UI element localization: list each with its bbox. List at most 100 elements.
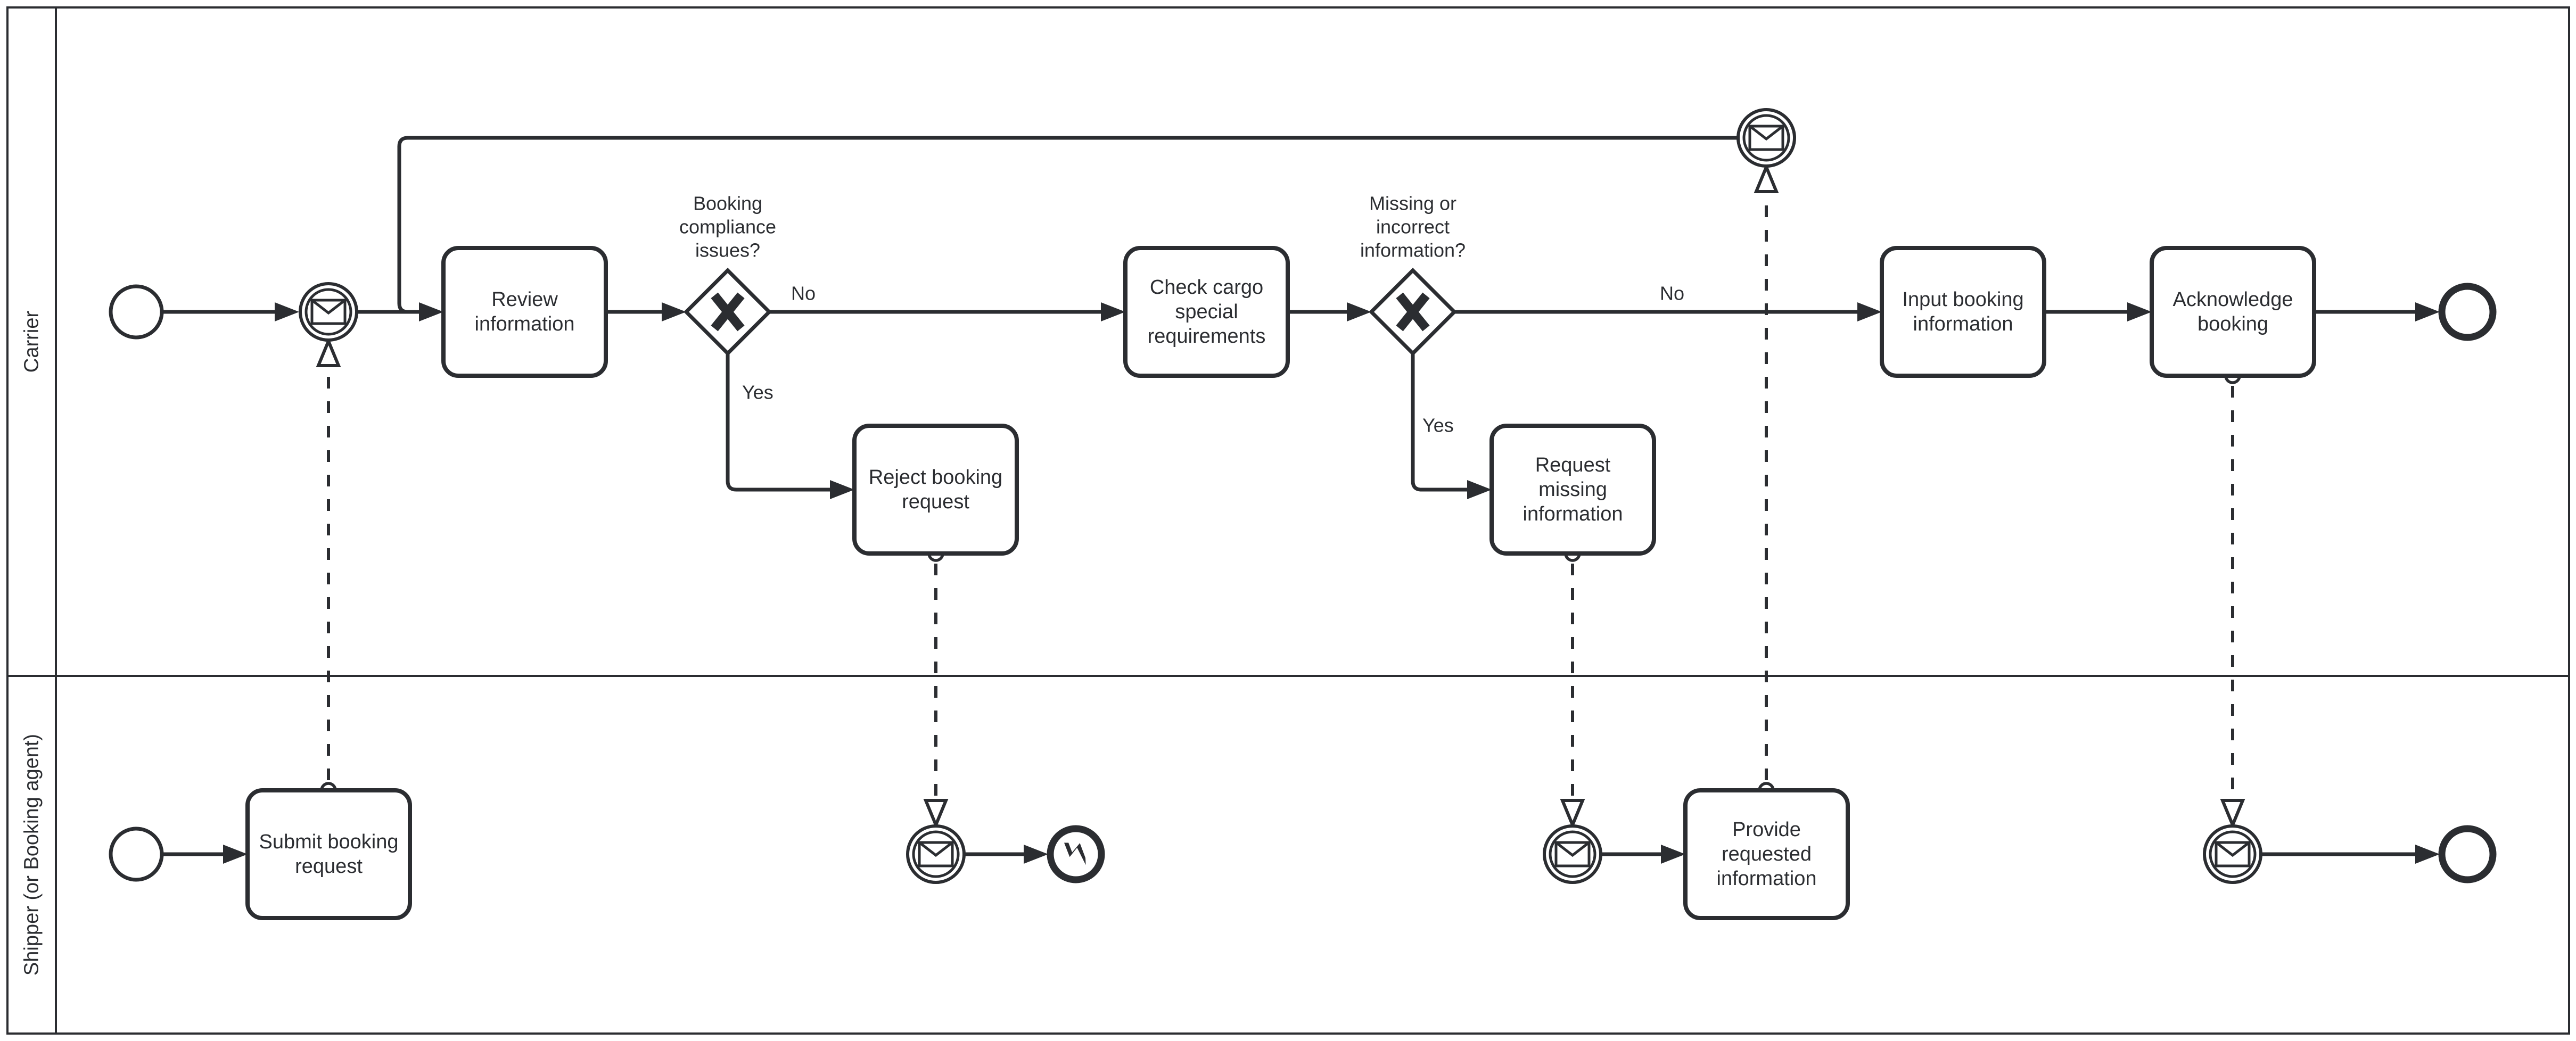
arrowhead-icon [2415,845,2440,864]
message-flow-ack-to-shipper [2220,367,2245,829]
arrowhead-icon [662,302,686,321]
message-envelope-icon [1554,841,1591,868]
message-envelope-icon [2215,841,2251,868]
task-shape [1880,246,2046,378]
arrowhead-icon [1347,302,1371,321]
arrowhead-icon [1467,480,1492,499]
event-message-catch-request[interactable] [1543,824,1602,884]
end-event-circle [2438,283,2497,341]
flow-line [1411,353,1470,492]
sequence-flow-ack-to-end [2314,302,2440,321]
message-flow-request-to-shipper [1560,545,1585,829]
lane-label-carrier: Carrier [21,311,43,373]
flow-line [726,353,833,492]
sequence-flow-gw1-yes: Yes [726,353,854,499]
event-start-carrier[interactable] [109,284,164,340]
event-end-carrier[interactable] [2438,283,2497,341]
sequence-flow-start-to-msg [162,302,299,321]
event-start-shipper[interactable] [109,827,164,882]
start-event-circle [109,827,164,882]
error-lightning-icon [1064,842,1086,865]
sequence-flow-loopback [397,136,1738,314]
sequence-flow-cargo-to-gw2 [1288,302,1371,321]
lane-label-shipper: Shipper (or Booking agent) [21,734,43,976]
flow-label-yes: Yes [742,382,773,403]
message-envelope-icon [1748,125,1784,151]
sequence-flow-review-to-gw1 [606,302,686,321]
xor-x-icon [711,292,745,332]
event-end-shipper[interactable] [2438,825,2497,883]
task-shape [441,246,608,378]
event-message-catch-ack[interactable] [2203,824,2262,884]
flow-line [397,136,1738,314]
start-event-circle [109,284,164,340]
open-arrowhead-icon [316,337,341,367]
task-shape [1123,246,1290,378]
flow-label-yes: Yes [1422,415,1454,436]
message-flow-submit-to-booking [316,337,341,799]
arrowhead-icon [1857,302,1882,321]
arrowhead-icon [2415,302,2440,321]
arrowhead-icon [223,845,248,864]
task-shape [1683,788,1850,920]
end-event-circle [1047,825,1105,883]
message-envelope-icon [918,841,954,868]
event-message-catch-booking[interactable] [299,282,358,342]
open-arrowhead-icon [923,799,949,829]
sequence-flow-start2-to-submit [162,845,248,864]
open-arrowhead-icon [2220,799,2245,829]
events [109,108,2497,884]
event-end-error-shipper[interactable] [1047,825,1105,883]
sequence-flow-gw2-yes: Yes [1411,353,1492,499]
message-envelope-icon [310,299,347,325]
task-shape [245,788,412,920]
task-shape [2150,246,2316,378]
xor-x-icon [1396,292,1430,332]
pool-boundary [6,6,2570,1035]
arrowhead-icon [2127,302,2152,321]
arrowhead-icon [830,480,854,499]
arrowhead-icon [1101,302,1125,321]
open-arrowhead-icon [1560,799,1585,829]
arrowhead-icon [419,302,443,321]
open-arrowhead-icon [1754,163,1779,193]
sequence-flow-gw1-no: No [769,283,1125,321]
sequence-flow-msgack-to-end [2261,845,2440,864]
flow-label-no: No [1660,283,1684,304]
task-shape [1489,424,1656,556]
sequence-flow-gw2-no: No [1454,283,1882,321]
arrowhead-icon [1024,845,1048,864]
message-flow-reject-to-shipper [923,545,949,829]
sequence-flow-msgreq-to-provide [1601,845,1685,864]
message-flow-provide-to-updated [1754,163,1779,799]
event-message-catch-updated[interactable] [1736,108,1796,168]
sequence-flow-input-to-ack [2044,302,2152,321]
flow-label-no: No [791,283,816,304]
event-message-catch-reject[interactable] [906,824,966,884]
sequence-flow-msgrej-to-enderr [964,845,1048,864]
